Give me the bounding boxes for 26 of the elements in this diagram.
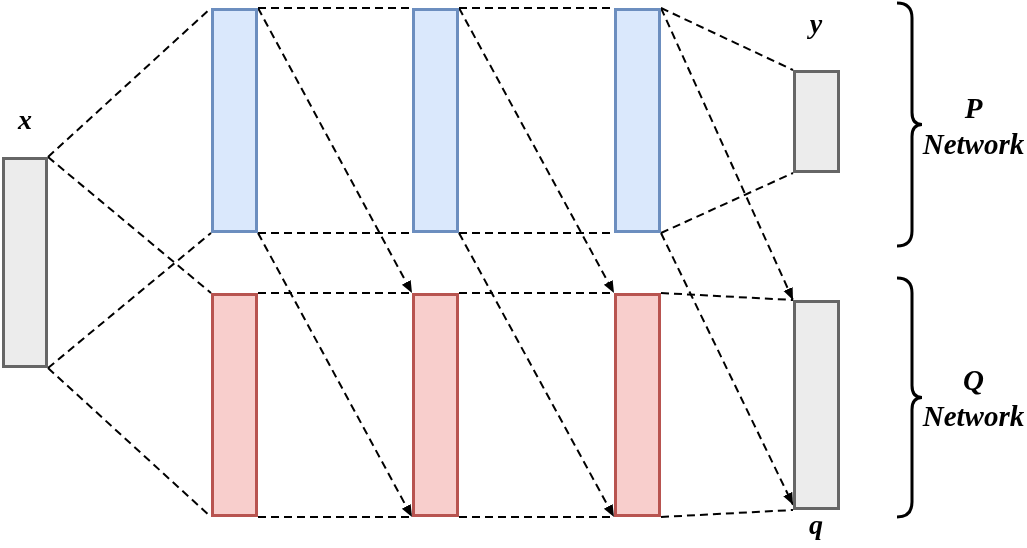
dashed-connector [660, 509, 794, 518]
dashed-connector [47, 156, 212, 294]
vector-block [793, 300, 840, 510]
variable-label: y [809, 10, 823, 38]
dashed-arrow [660, 7, 794, 301]
vector-block [793, 70, 840, 173]
layer-block [412, 293, 459, 517]
layer-block [211, 293, 258, 517]
dashed-arrow [660, 232, 794, 506]
dashed-connector [660, 7, 794, 71]
dashed-arrow [458, 7, 615, 294]
network-label: Q Network [921, 363, 1026, 434]
variable-label: x [18, 106, 32, 134]
layer-block [614, 8, 661, 233]
dashed-arrow [257, 7, 413, 294]
dashed-connector [660, 172, 794, 234]
vector-block [2, 157, 48, 368]
network-label: P Network [921, 91, 1026, 162]
layer-block [211, 8, 258, 233]
layer-block [412, 8, 459, 233]
variable-label: q [809, 511, 823, 539]
dashed-arrow [458, 232, 615, 518]
dashed-arrow [257, 232, 413, 518]
dashed-connector [660, 292, 794, 301]
dashed-connector [47, 232, 212, 369]
layer-block [614, 293, 661, 517]
